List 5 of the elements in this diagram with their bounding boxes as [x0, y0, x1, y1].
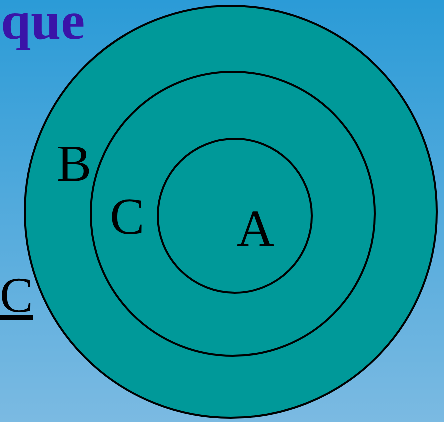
ring-label: A	[237, 204, 275, 256]
underlined-letter: C	[0, 270, 34, 320]
ring-label: C	[110, 192, 145, 244]
ring-label: B	[57, 139, 92, 191]
title-fragment: que	[1, 0, 86, 48]
